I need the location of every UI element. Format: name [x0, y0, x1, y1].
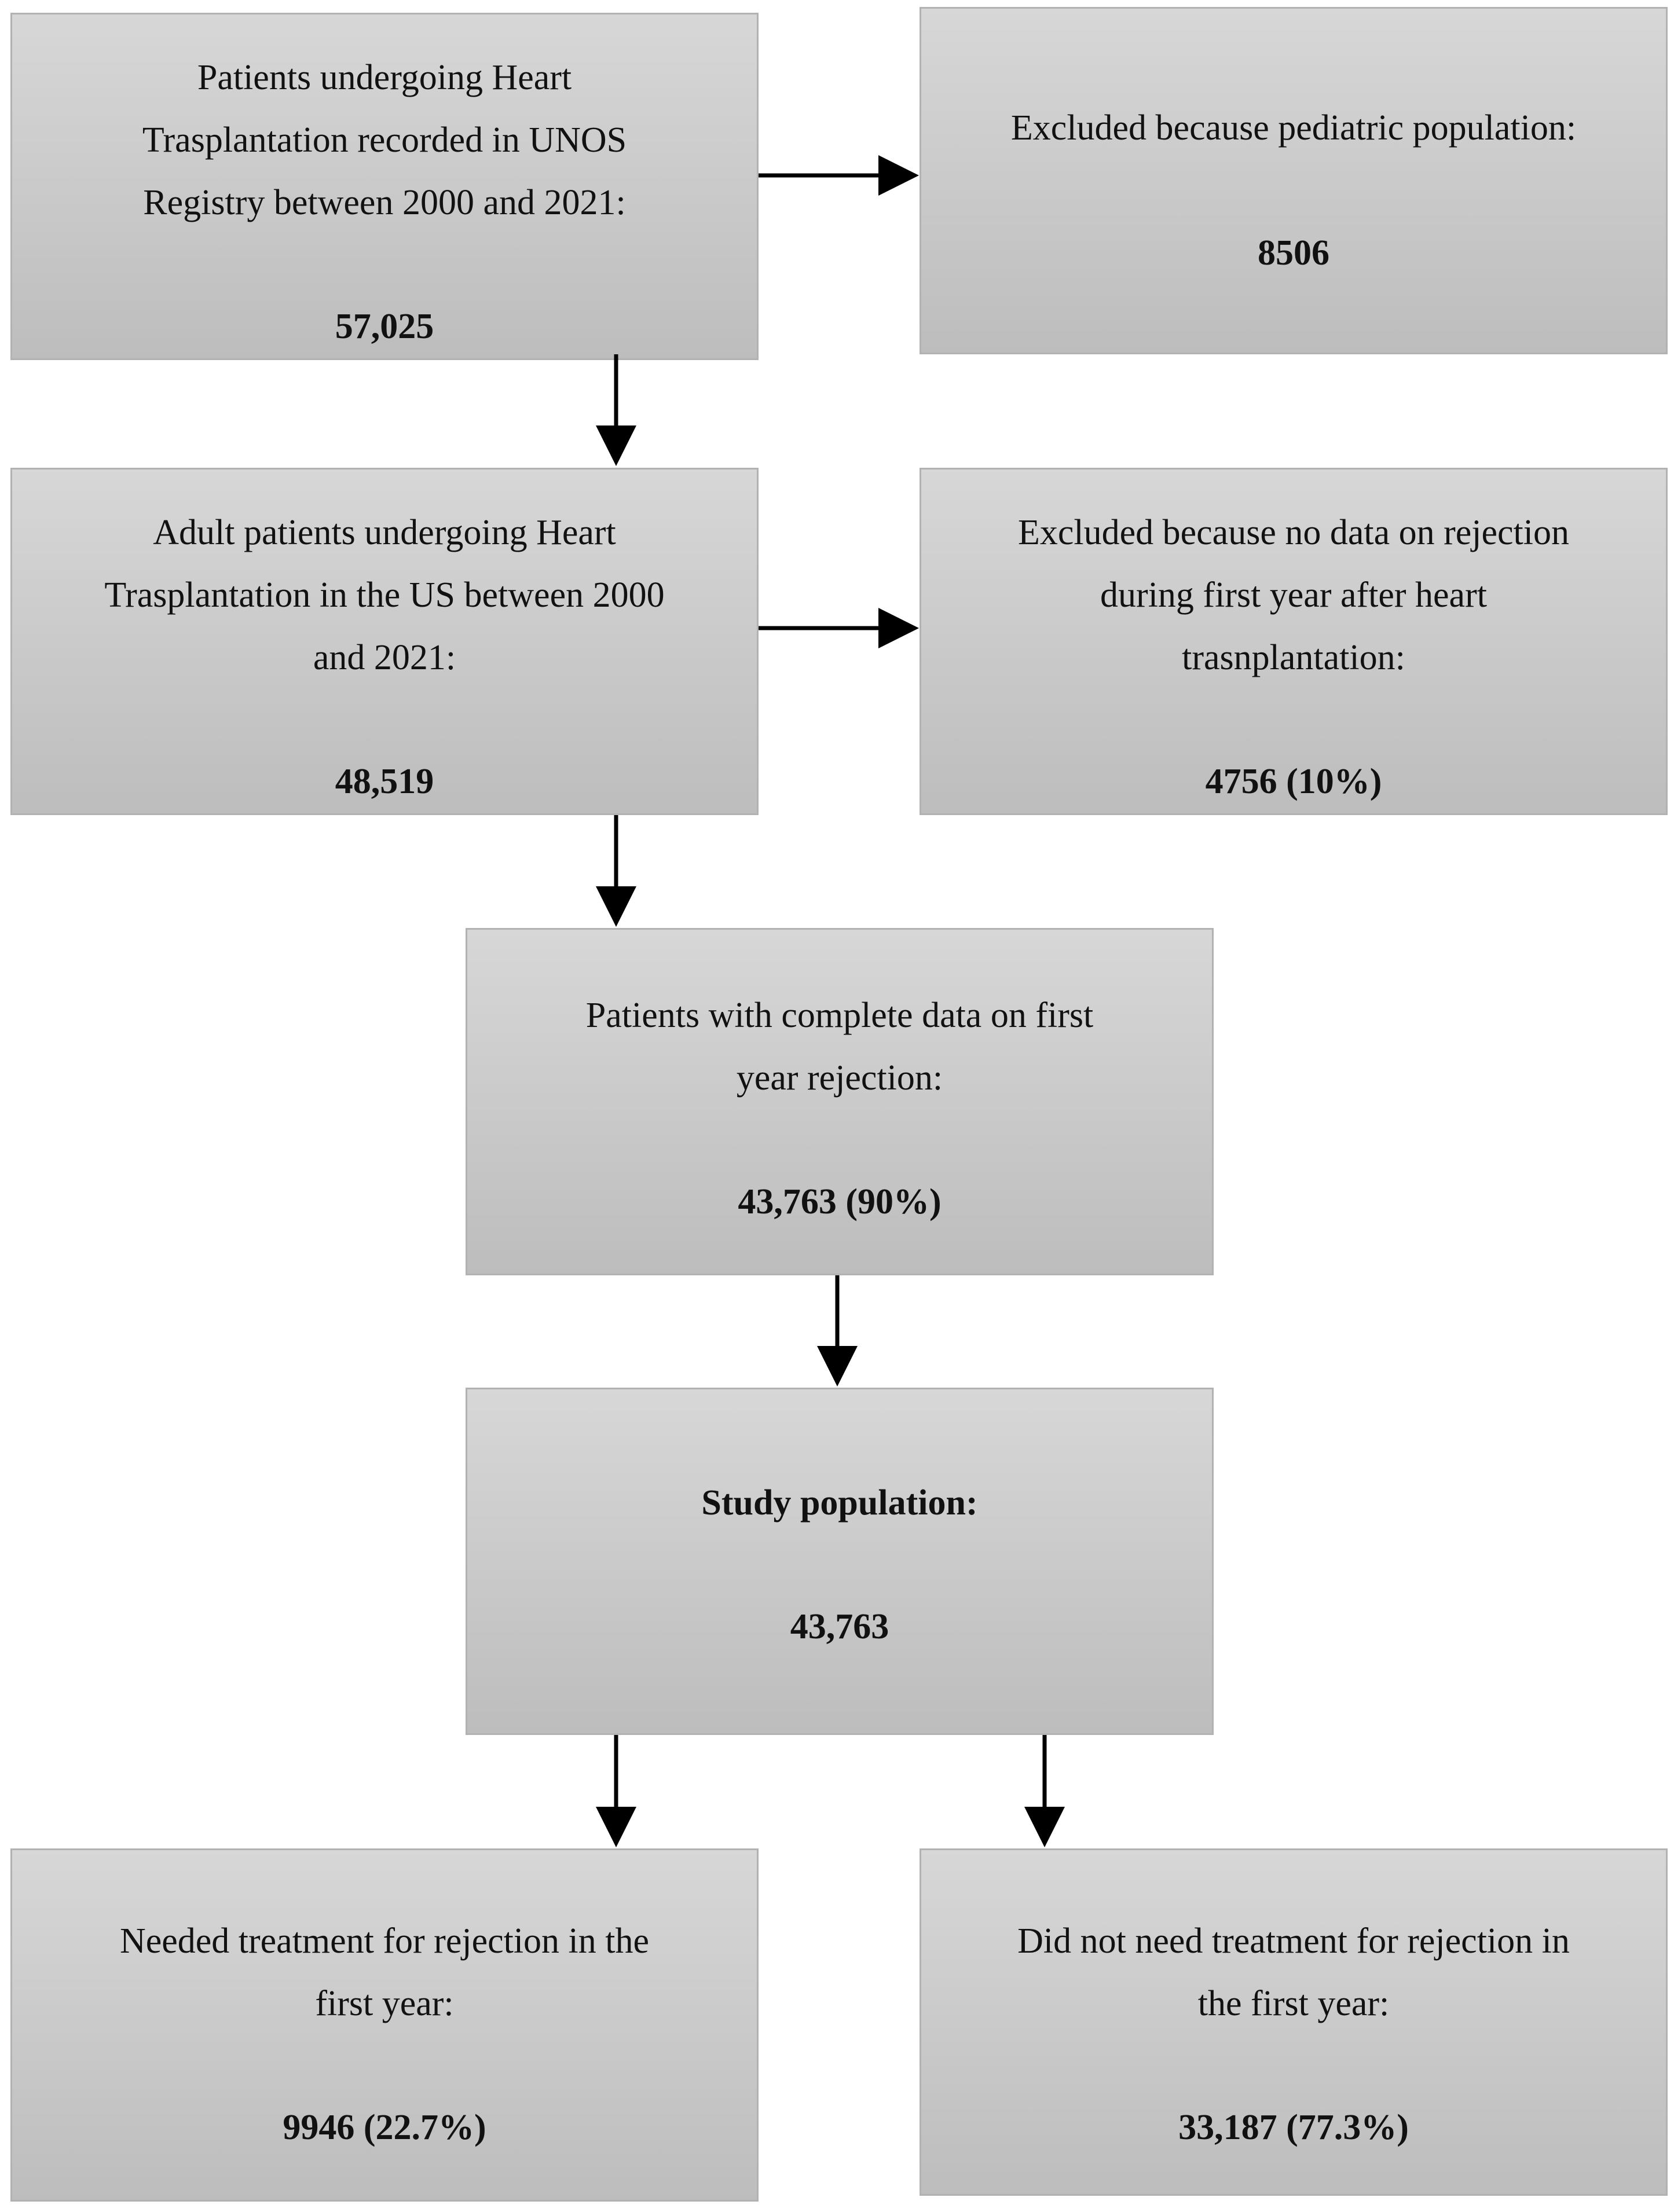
adult-patients-line-1: Adult patients undergoing Heart	[153, 513, 616, 552]
study-population-label: Study population:	[701, 1483, 978, 1523]
no-treatment-line-2: the first year:	[1197, 1984, 1390, 2023]
excluded-pediatric-label: Excluded because pediatric population:	[1010, 108, 1577, 148]
study-population-box: Study population: 43,763	[466, 1388, 1214, 1735]
complete-data-count: 43,763 (90%)	[738, 1182, 942, 1221]
complete-data-box: Patients with complete data on first yea…	[466, 928, 1214, 1275]
adult-patients-box: Adult patients undergoing Heart Trasplan…	[10, 468, 759, 815]
total-patients-line-1: Patients undergoing Heart	[197, 58, 572, 97]
needed-treatment-line-1: Needed treatment for rejection in the	[119, 1921, 650, 1961]
excluded-no-data-line-2: during first year after heart	[1100, 575, 1487, 615]
excluded-no-data-line-3: trasnplantation:	[1182, 638, 1405, 677]
needed-treatment-box: Needed treatment for rejection in the fi…	[10, 1848, 759, 2202]
adult-patients-count: 48,519	[335, 762, 434, 801]
adult-patients-line-3: and 2021:	[313, 638, 456, 677]
complete-data-line-1: Patients with complete data on first	[585, 996, 1094, 1035]
excluded-no-data-line-1: Excluded because no data on rejection	[1018, 513, 1569, 552]
excluded-pediatric-box: Excluded because pediatric population: 8…	[920, 7, 1668, 354]
no-treatment-box: Did not need treatment for rejection in …	[920, 1848, 1668, 2196]
total-patients-count: 57,025	[335, 307, 434, 346]
excluded-pediatric-count: 8506	[1258, 233, 1329, 273]
needed-treatment-count: 9946 (22.7%)	[283, 2108, 486, 2147]
complete-data-line-2: year rejection:	[736, 1058, 943, 1098]
study-population-count: 43,763	[790, 1607, 889, 1646]
total-patients-line-3: Registry between 2000 and 2021:	[143, 183, 626, 222]
needed-treatment-line-2: first year:	[315, 1984, 454, 2023]
excluded-no-data-box: Excluded because no data on rejection du…	[920, 468, 1668, 815]
adult-patients-line-2: Trasplantation in the US between 2000	[104, 575, 665, 615]
no-treatment-line-1: Did not need treatment for rejection in	[1017, 1921, 1570, 1961]
excluded-no-data-count: 4756 (10%)	[1205, 762, 1382, 801]
total-patients-box: Patients undergoing Heart Trasplantation…	[10, 13, 759, 360]
no-treatment-count: 33,187 (77.3%)	[1178, 2108, 1409, 2147]
total-patients-line-2: Trasplantation recorded in UNOS	[142, 120, 627, 160]
